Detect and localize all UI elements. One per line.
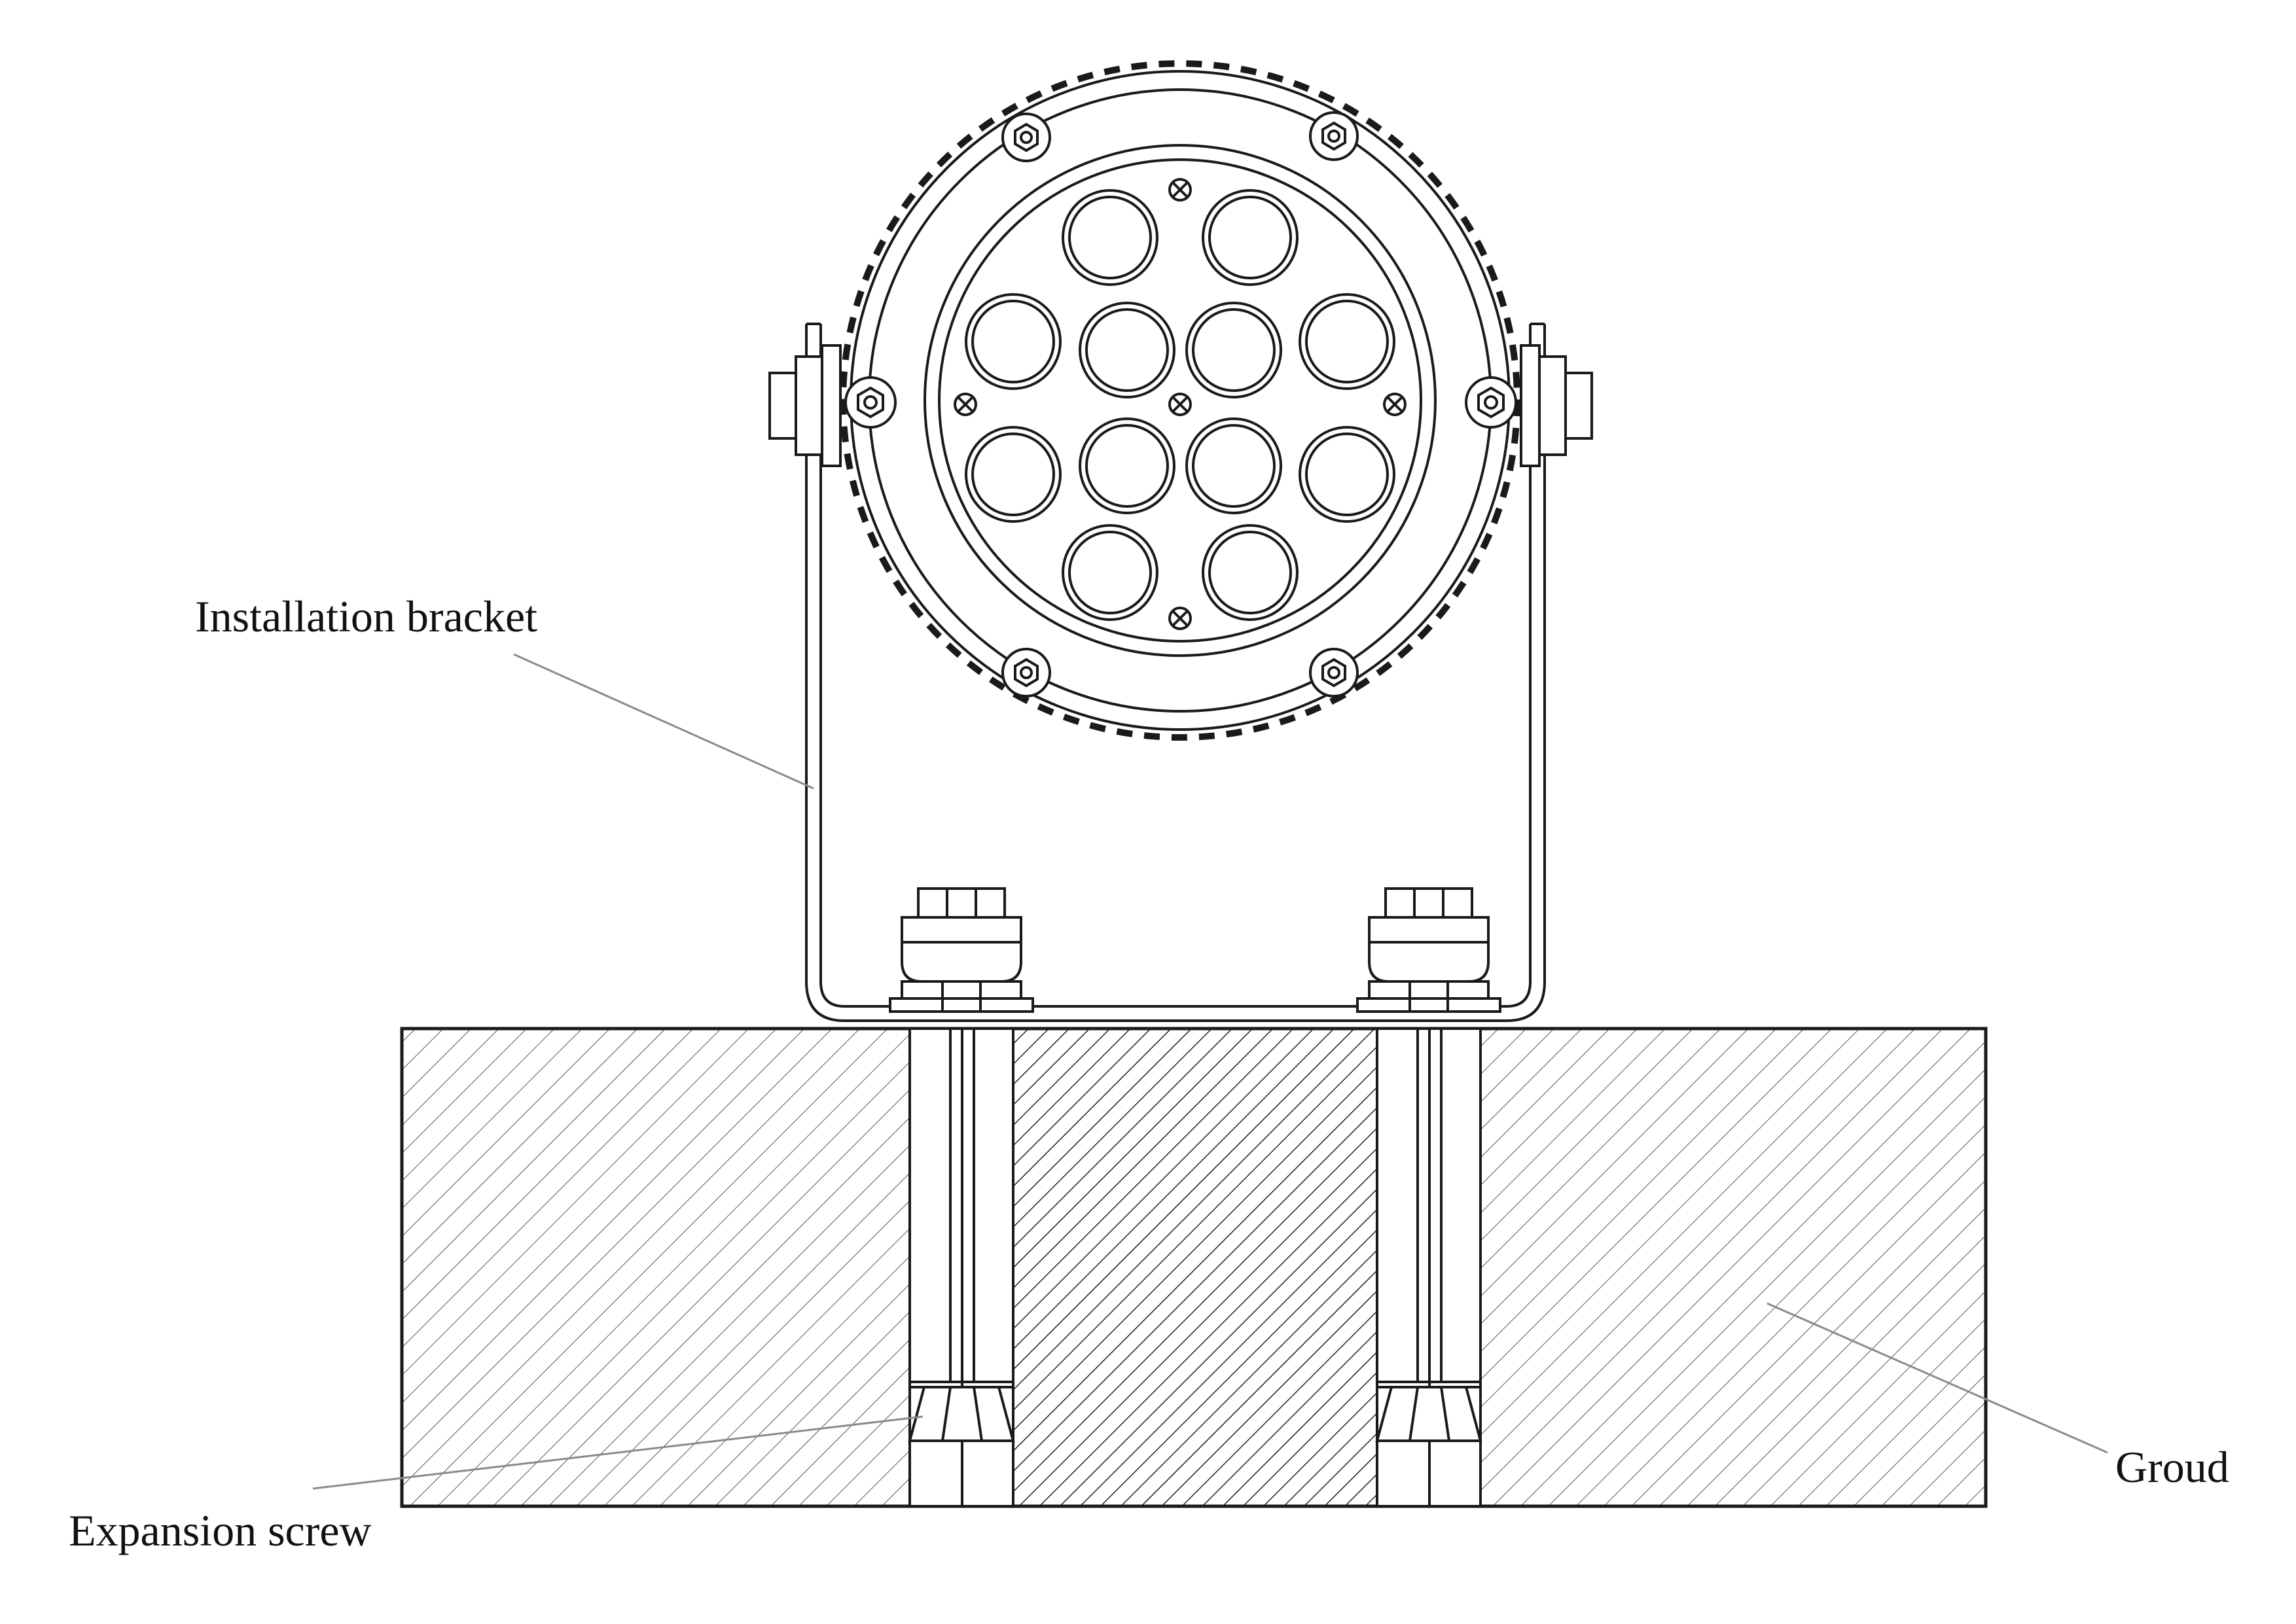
led bbox=[1062, 189, 1158, 286]
expansion-screw-right bbox=[1375, 1027, 1482, 1508]
hex-nut-right bbox=[1356, 887, 1501, 1013]
lug-left bbox=[844, 376, 897, 429]
leader-ground bbox=[1767, 1302, 2108, 1454]
label-expansion-screw: Expansion screw bbox=[69, 1506, 372, 1555]
ground-left bbox=[401, 1027, 911, 1508]
expansion-screw-left bbox=[908, 1027, 1015, 1508]
lug-bottom-right bbox=[1309, 648, 1359, 697]
pivot-knob-right bbox=[1520, 344, 1593, 467]
leader-lines bbox=[312, 653, 2108, 1490]
lug-top-right bbox=[1309, 111, 1359, 161]
ground-center bbox=[1012, 1027, 1378, 1508]
label-ground: Groud bbox=[2115, 1442, 2229, 1492]
led bbox=[965, 293, 1062, 390]
housing-lugs bbox=[844, 111, 1517, 697]
led bbox=[1202, 524, 1299, 621]
leader-installation-bracket bbox=[513, 653, 814, 790]
led bbox=[1185, 302, 1282, 398]
led bbox=[1079, 302, 1175, 398]
lamp-face bbox=[938, 158, 1422, 643]
lug-right bbox=[1465, 376, 1517, 429]
led bbox=[1202, 189, 1299, 286]
lug-bottom-left bbox=[1001, 648, 1051, 697]
led bbox=[1185, 417, 1282, 514]
pivot-knob-left bbox=[768, 344, 842, 467]
led bbox=[1079, 417, 1175, 514]
led bbox=[1062, 524, 1158, 621]
lamp-housing-teeth bbox=[840, 60, 1520, 741]
installation-bracket bbox=[805, 323, 1546, 1030]
leader-expansion-screw bbox=[312, 1415, 924, 1490]
led bbox=[1299, 426, 1395, 523]
hex-nut-icon bbox=[889, 887, 1034, 1013]
ground-right bbox=[1479, 1027, 1987, 1508]
ground-block bbox=[400, 1027, 1988, 1508]
lug-top-left bbox=[1001, 113, 1051, 162]
screw-icon bbox=[954, 178, 1407, 630]
led bbox=[1299, 293, 1395, 390]
led-array bbox=[965, 189, 1395, 621]
led-lamp-icon bbox=[840, 60, 1520, 741]
lamp-bezel bbox=[924, 144, 1437, 657]
led bbox=[965, 426, 1062, 523]
label-installation-bracket: Installation bracket bbox=[195, 591, 538, 641]
